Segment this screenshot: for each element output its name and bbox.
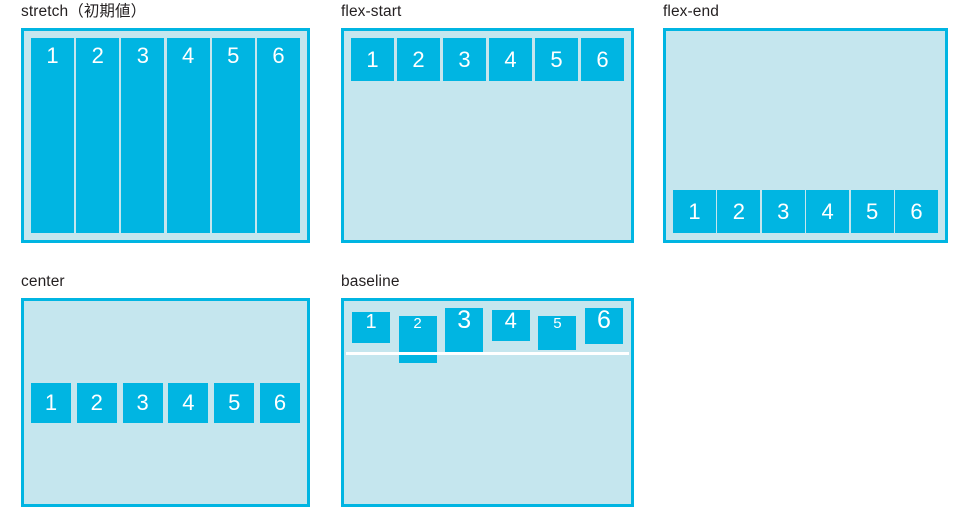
flex-item: 6 xyxy=(894,190,938,233)
flex-item: 6 xyxy=(581,38,624,81)
baseline-guide-line xyxy=(346,352,629,355)
flex-item: 1 xyxy=(673,190,716,233)
panel-title-flex-end: flex-end xyxy=(663,3,719,20)
flex-item: 2 xyxy=(717,190,761,233)
panel-group-flex-start: flex-start 1 2 3 4 5 6 xyxy=(341,2,634,243)
flex-item: 1 xyxy=(31,38,74,233)
flex-container-stretch: 1 2 3 4 5 6 xyxy=(21,28,310,243)
flex-container-flex-end: 1 2 3 4 5 6 xyxy=(663,28,948,243)
flex-item: 4 xyxy=(166,38,210,233)
flex-item: 2 xyxy=(76,38,120,233)
flex-item: 3 xyxy=(122,382,163,423)
flex-item: 1 xyxy=(31,382,71,423)
flex-item: 3 xyxy=(761,190,805,233)
flex-item: 5 xyxy=(535,38,578,81)
flex-container-flex-start: 1 2 3 4 5 6 xyxy=(341,28,634,243)
panel-title-flex-start: flex-start xyxy=(341,3,402,20)
panel-title-baseline: baseline xyxy=(341,273,400,290)
flex-item: 5 xyxy=(538,316,577,350)
flex-container-baseline: 1 2 3 4 5 6 xyxy=(341,298,634,507)
flex-item: 5 xyxy=(850,190,894,233)
panel-title-center: center xyxy=(21,273,65,290)
flex-item: 4 xyxy=(806,190,850,233)
flex-item: 6 xyxy=(584,308,623,344)
flex-item: 4 xyxy=(168,382,209,423)
flex-item: 4 xyxy=(489,38,532,81)
flex-item: 5 xyxy=(211,38,255,233)
flex-item: 2 xyxy=(397,38,440,81)
flex-item: 6 xyxy=(259,382,300,423)
flex-item: 1 xyxy=(352,312,390,343)
flex-item: 1 xyxy=(351,38,394,81)
flex-item: 2 xyxy=(76,382,117,423)
flex-item: 4 xyxy=(491,310,530,341)
panel-title-stretch: stretch（初期値） xyxy=(21,3,147,20)
panel-group-center: center 1 2 3 4 5 6 xyxy=(21,272,310,507)
flex-item: 6 xyxy=(256,38,300,233)
panel-group-baseline: baseline 1 2 3 4 5 6 xyxy=(341,272,634,507)
flex-container-center: 1 2 3 4 5 6 xyxy=(21,298,310,507)
flex-item: 2 xyxy=(398,316,437,363)
panel-group-flex-end: flex-end 1 2 3 4 5 6 xyxy=(663,2,948,243)
flex-item: 3 xyxy=(443,38,486,81)
flex-item: 5 xyxy=(214,382,255,423)
panel-group-stretch: stretch（初期値） 1 2 3 4 5 6 xyxy=(21,2,310,243)
flex-item: 3 xyxy=(121,38,165,233)
flex-item: 3 xyxy=(445,308,484,353)
